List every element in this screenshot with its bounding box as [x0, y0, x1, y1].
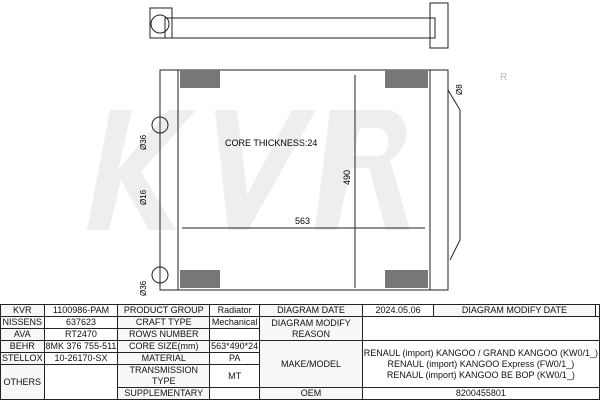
diameter-36-top: Ø36	[139, 134, 148, 150]
top-left-bracket	[149, 7, 173, 39]
width-dimension: 563	[295, 216, 310, 226]
stellox-label: STELLOX	[0, 352, 45, 365]
transmission-label: TRANSMISSION TYPE	[117, 364, 211, 388]
ava-value: RT2470	[43, 328, 119, 341]
left-tank	[159, 69, 179, 291]
fins-bottom-left	[180, 270, 220, 288]
kvr-value: 1100986-PAM	[43, 304, 119, 317]
supplementary-label: SUPPLEMENTARY	[117, 387, 211, 400]
others-label: OTHERS	[0, 364, 45, 400]
spec-table: KVR 1100986-PAM PRODUCT GROUP Radiator D…	[0, 304, 600, 400]
make-model-item: RENAUL (import) KANGOO BE BOP (KW0/1_)	[386, 369, 575, 380]
oem-value: 8200455801	[361, 387, 600, 400]
diameter-16: Ø16	[139, 189, 148, 205]
craft-type-value: Mechanical	[209, 316, 261, 329]
make-model-item: RENAUL (import) KANGOO Express (FW0/1_)	[387, 358, 575, 369]
core	[177, 69, 431, 291]
fins-top-left	[180, 70, 220, 88]
fins-top-right	[385, 70, 428, 88]
top-bar	[164, 17, 436, 39]
diameter-8: Ø8	[455, 84, 464, 95]
kvr-label: KVR	[0, 304, 45, 317]
craft-type-label: CRAFT TYPE	[117, 316, 211, 329]
diagram-modify-reason-label: DIAGRAM MODIFY REASON	[259, 316, 363, 341]
diagram-modify-date-label: DIAGRAM MODIFY DATE	[433, 304, 596, 317]
rows-number-value	[209, 328, 261, 341]
transmission-value: MT	[209, 364, 261, 388]
radiator-drawing: CORE THICKNESS:24 563 490 Ø36 Ø16 Ø36 Ø8…	[87, 2, 507, 296]
make-model-list: RENAUL (import) KANGOO / GRAND KANGOO (K…	[361, 340, 600, 388]
top-right-bracket	[429, 2, 449, 49]
behr-label: BEHR	[0, 340, 45, 353]
make-model-item: RENAUL (import) KANGOO / GRAND KANGOO (K…	[363, 347, 598, 358]
behr-value: 8MK 376 755-511	[43, 340, 119, 353]
product-group-value: Radiator	[209, 304, 261, 317]
material-label: MATERIAL	[117, 352, 211, 365]
fins-bottom-right	[385, 270, 428, 288]
product-group-label: PRODUCT GROUP	[117, 304, 211, 317]
nissens-label: NISSENS	[0, 316, 45, 329]
diameter-36-bottom: Ø36	[139, 280, 148, 296]
material-value: PA	[209, 352, 261, 365]
nissens-value: 637623	[43, 316, 119, 329]
core-size-value: 563*490*24	[209, 340, 261, 353]
stellox-value: 10-26170-SX	[43, 352, 119, 365]
diagram-modify-date-value	[594, 304, 600, 317]
core-thickness-label: CORE THICKNESS:24	[225, 138, 317, 148]
ava-label: AVA	[0, 328, 45, 341]
others-value	[43, 364, 119, 400]
supplementary-value	[209, 387, 261, 400]
diagram-date-label: DIAGRAM DATE	[259, 304, 363, 317]
watermark-logo	[87, 110, 410, 230]
diagram-modify-reason-value	[361, 316, 600, 341]
right-tank	[429, 69, 449, 291]
registered-mark: R	[500, 72, 507, 83]
core-size-label: CORE SIZE(mm)	[117, 340, 211, 353]
height-dimension: 490	[342, 170, 352, 185]
rows-number-label: ROWS NUMBER	[117, 328, 211, 341]
diagram-date-value: 2024.05.06	[361, 304, 435, 317]
make-model-label: MAKE/MODEL	[259, 340, 363, 388]
oem-label: OEM	[259, 387, 363, 400]
